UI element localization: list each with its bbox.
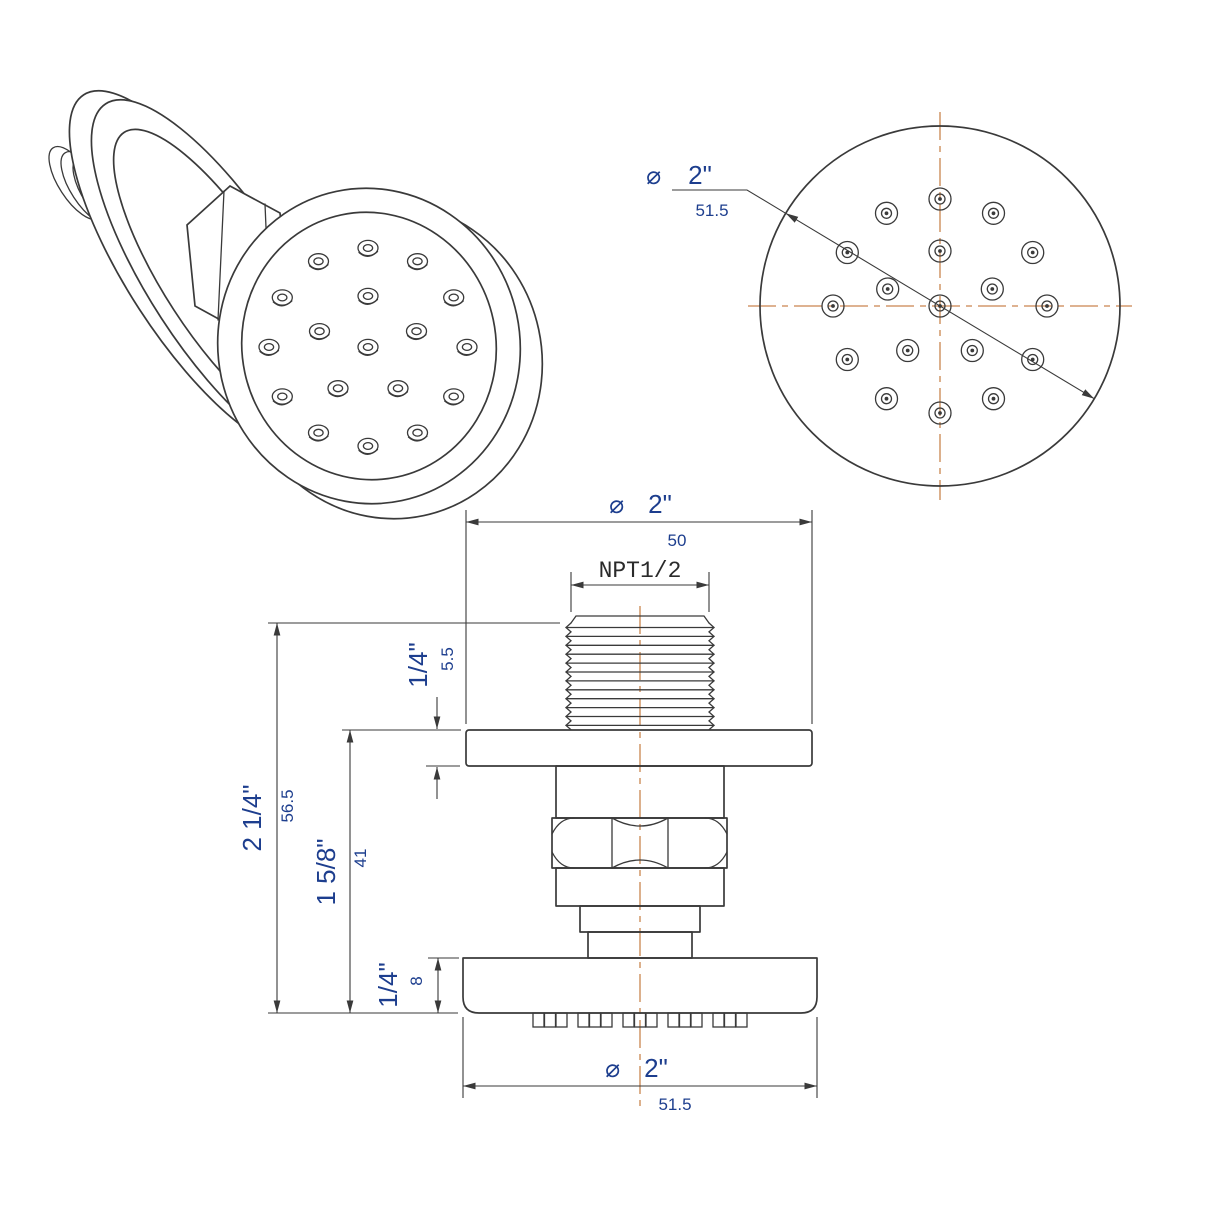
face-thickness-inch-label: 1/4" (373, 962, 403, 1007)
wall-flange (465, 729, 813, 767)
bottom-diameter-inch-label: 2" (644, 1053, 668, 1083)
front-diameter-symbol: ⌀ (645, 161, 660, 190)
isometric-view (48, 89, 544, 520)
nozzle-icon (1021, 347, 1045, 372)
front-diameter-dimension: ⌀ 2" 51.5 (645, 160, 1095, 400)
bottom-diameter-symbol: ⌀ (604, 1054, 619, 1083)
nozzle-icon (876, 277, 900, 301)
overall-height-mm-label: 56.5 (278, 789, 297, 822)
body-height-dimension: 1 5/8" 41 (311, 729, 461, 1013)
thread-dimension: NPT1/2 (570, 558, 710, 612)
face-plate (462, 957, 818, 1014)
nozzle-icon (874, 201, 899, 225)
nozzle-icon (835, 240, 859, 265)
nozzle-icon (960, 338, 984, 363)
top-diameter-dimension: ⌀ 2" 50 (465, 489, 813, 724)
overall-height-inch-label: 2 1/4" (237, 784, 267, 851)
top-diameter-inch-label: 2" (648, 489, 672, 519)
nozzle-icon (577, 1012, 613, 1028)
bottom-diameter-mm-label: 51.5 (658, 1095, 691, 1114)
thread-size-label: NPT1/2 (599, 558, 682, 584)
nozzle-icon (532, 1012, 568, 1028)
face-thickness-dimension: 1/4" 8 (373, 957, 459, 1013)
nozzle-icon (835, 347, 859, 372)
flange-thickness-inch-label: 1/4" (403, 642, 433, 687)
body-height-mm-label: 41 (351, 849, 370, 868)
nozzle-icon (896, 338, 920, 363)
flange-thickness-mm-label: 5.5 (438, 647, 457, 671)
top-diameter-mm-label: 50 (668, 531, 687, 550)
front-view: ⌀ 2" 51.5 (645, 112, 1132, 500)
nozzle-icon (981, 201, 1006, 225)
front-diameter-mm-label: 51.5 (695, 201, 728, 220)
iso-spray-face (216, 187, 544, 520)
body-height-inch-label: 1 5/8" (311, 838, 341, 905)
nozzle-icon (667, 1012, 703, 1028)
nozzle-icon (874, 387, 899, 411)
front-diameter-inch-label: 2" (688, 160, 712, 190)
side-view: ⌀ 2" 50 NPT1/2 2 1/4" 56.5 1 5/8" 41 (237, 489, 818, 1114)
face-thickness-mm-label: 8 (407, 976, 426, 985)
top-diameter-symbol: ⌀ (608, 490, 623, 519)
nozzle-icon (1021, 240, 1045, 265)
nozzle-icon (980, 277, 1004, 301)
overall-height-dimension: 2 1/4" 56.5 (237, 622, 560, 1014)
thread (565, 615, 715, 731)
face-outline (759, 125, 1121, 487)
nozzle-icon (981, 387, 1006, 411)
flange-thickness-dimension: 1/4" 5.5 (403, 642, 460, 799)
bottom-diameter-dimension: ⌀ 2" 51.5 (462, 1017, 818, 1114)
nozzle-icon (712, 1012, 748, 1028)
